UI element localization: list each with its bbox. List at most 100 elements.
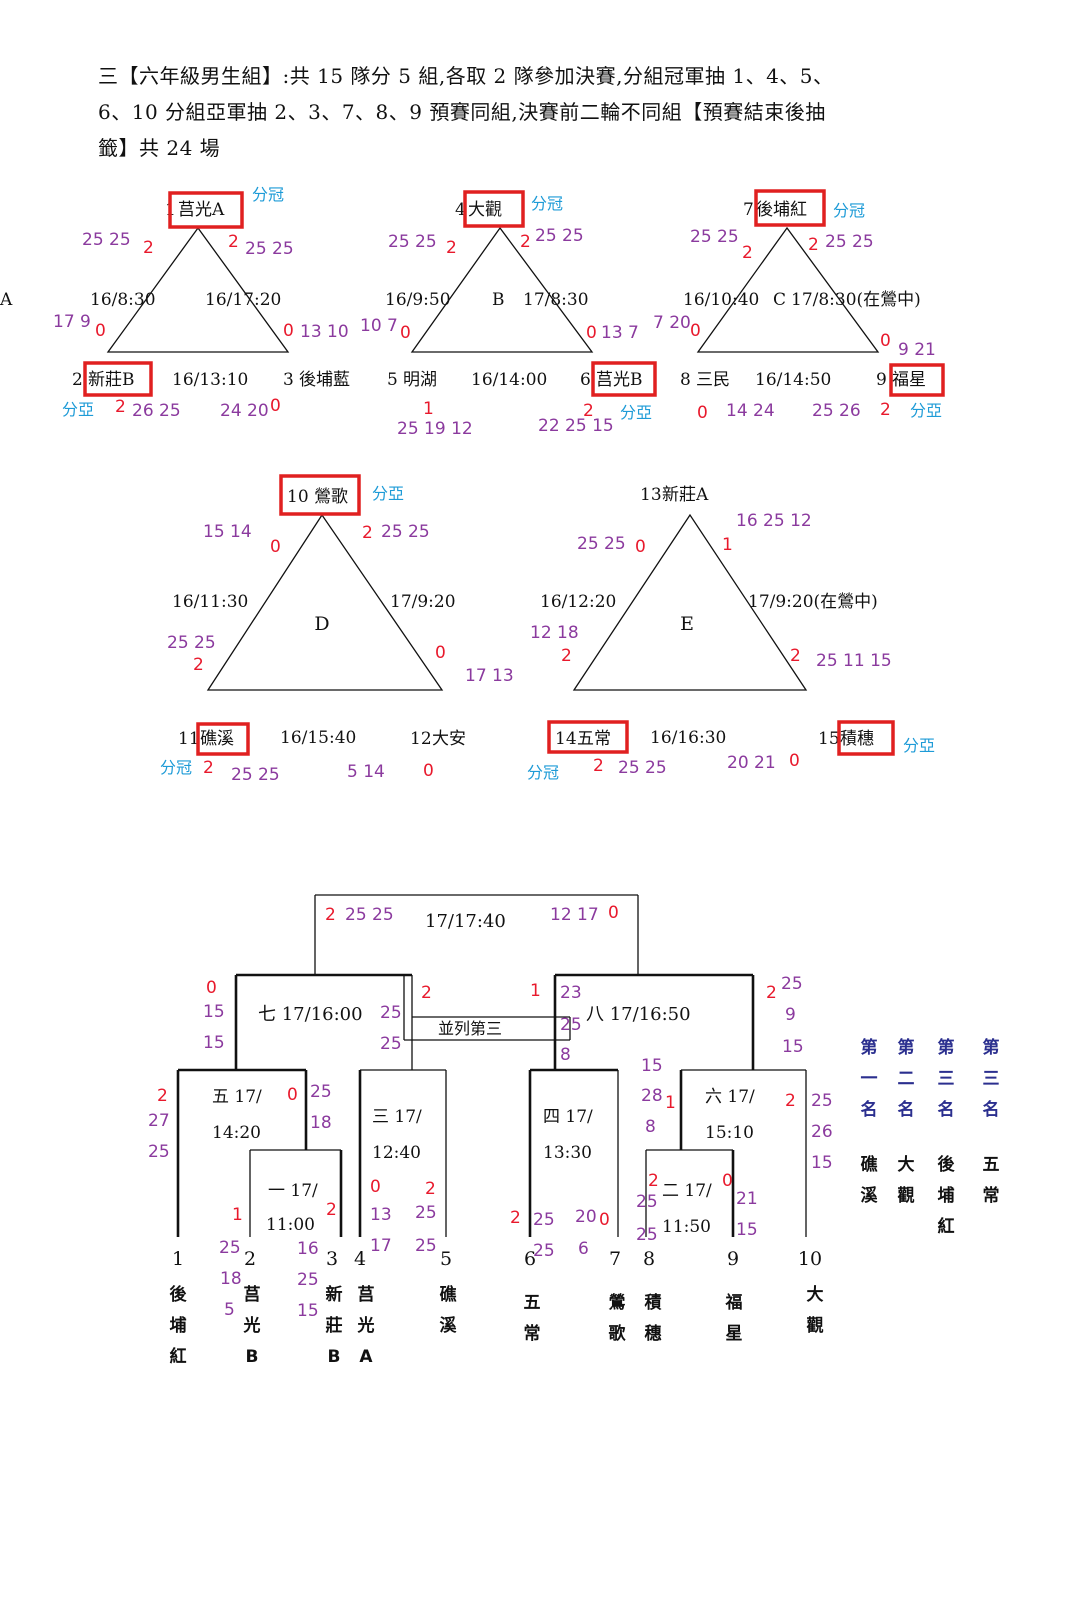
bracket-slot-3: 3 (326, 1248, 338, 1270)
group-c-score: 25 26 (812, 401, 861, 421)
group-c-score: 0 (880, 331, 891, 351)
ranking-4-team-char: 常 (983, 1185, 1000, 1206)
group-e-letter: E (680, 613, 694, 635)
group-d-score: 0 (423, 761, 434, 781)
bracket-slot-8: 8 (643, 1248, 655, 1270)
group-a-team-top: 莒光A (178, 200, 225, 220)
group-e-score: 0 (635, 537, 646, 557)
group-b-team-right-box (591, 361, 657, 397)
group-b-score: 25 25 (535, 226, 584, 246)
group-b-time-left: 16/9:50 (385, 290, 451, 310)
group-a-team-top-box (168, 191, 244, 229)
ranking-4-team-char: 五 (983, 1155, 1000, 1175)
ranking-1-rank-char: 一 (861, 1069, 878, 1089)
group-e-score: 20 21 (727, 753, 776, 773)
group-c-score: 2 (880, 400, 891, 420)
group-d-score: 25 25 (231, 765, 280, 785)
bracket-score: 28 (641, 1086, 663, 1106)
group-e-team-right-num: 15 (818, 729, 840, 749)
group-d-team-top-box (279, 474, 361, 516)
bracket-score: 26 (811, 1122, 833, 1142)
group-c-score: 2 (808, 235, 819, 255)
bracket-score: 18 (220, 1269, 242, 1289)
group-b-team-left: 明湖 (403, 370, 437, 390)
match-5-label-b: 14:20 (212, 1123, 261, 1143)
bracket-score: 8 (560, 1045, 571, 1065)
bracket-score: 2 (785, 1091, 796, 1111)
bracket-team-2-char: B (246, 1347, 259, 1367)
page-header: 三【六年級男生組】:共 15 隊分 5 組,各取 2 隊參加決賽,分組冠軍抽 1… (98, 58, 968, 166)
match-1-label-b: 11:00 (266, 1215, 315, 1235)
bracket-team-4-char: 光 (357, 1315, 375, 1336)
group-b-score: 13 7 (601, 323, 639, 343)
group-d-score: 25 25 (381, 522, 430, 542)
bracket-score: 21 (736, 1189, 758, 1209)
header-line-3: 籤】共 24 場 (98, 136, 221, 160)
group-a-score: 0 (95, 321, 106, 341)
bracket-score: 15 (641, 1056, 663, 1076)
third-place-label: 並列第三 (438, 1019, 502, 1038)
group-e-score: 2 (593, 756, 604, 776)
match-2-label-b: 11:50 (662, 1217, 711, 1237)
group-d-team-right: 大安 (432, 729, 466, 749)
group-b-score: 2 (446, 238, 457, 258)
ranking-4-rank-char: 名 (983, 1099, 1000, 1120)
group-b-team-right: 莒光B (596, 370, 643, 390)
group-d-score: 2 (362, 523, 373, 543)
group-d-letter: D (314, 613, 329, 635)
group-e-score: 25 11 15 (816, 651, 892, 671)
group-a-time-right: 16/17:20 (205, 290, 281, 310)
group-e-time-bottom: 16/16:30 (650, 728, 726, 748)
group-e-score: 12 18 (530, 623, 579, 643)
bracket-score: 25 (636, 1192, 658, 1212)
final-left-set: 2 (325, 905, 336, 925)
bracket-slot-5: 5 (440, 1248, 452, 1270)
bracket-score: 15 (736, 1220, 758, 1240)
bracket-team-2-char: 莒 (244, 1284, 261, 1305)
group-a-score: 25 25 (82, 230, 131, 250)
bracket-score: 17 (370, 1236, 392, 1256)
group-c-tag-right: 分亞 (910, 401, 942, 420)
group-b-time-bottom: 16/14:00 (471, 370, 547, 390)
bracket-score: 25 (380, 1034, 402, 1054)
group-e-time-right: 17/9:20(在鶯中) (748, 592, 878, 612)
bracket-score: 25 (533, 1241, 555, 1261)
group-e-triangle (572, 513, 808, 691)
group-c-score: 2 (742, 243, 753, 263)
bracket-score: 23 (560, 983, 582, 1003)
group-e-score: 2 (561, 646, 572, 666)
bracket-score: 15 (203, 1002, 225, 1022)
group-c-score: 0 (697, 403, 708, 423)
group-b-tag-right: 分亞 (620, 403, 652, 422)
group-d-triangle (206, 513, 444, 691)
bracket-slot-2: 2 (244, 1248, 256, 1270)
final-right-set: 0 (608, 903, 619, 923)
bracket-team-1-char: 紅 (170, 1346, 187, 1367)
bracket-team-9-char: 星 (726, 1324, 743, 1344)
group-c-team-top-num: 7 (743, 200, 754, 220)
group-c-score: 25 25 (690, 227, 739, 247)
bracket-score: 6 (578, 1239, 589, 1259)
group-d-score: 25 25 (167, 633, 216, 653)
group-d-time-bottom: 16/15:40 (280, 728, 356, 748)
group-e-score: 25 25 (618, 758, 667, 778)
bracket-team-1-char: 埔 (170, 1315, 187, 1336)
group-d-team-left-box (196, 722, 250, 756)
group-c-score: 0 (690, 321, 701, 341)
ranking-2-rank-char: 二 (898, 1069, 915, 1089)
bracket-score: 0 (722, 1171, 733, 1191)
bracket-score: 25 (533, 1210, 555, 1230)
ranking-1-rank-char: 第 (861, 1037, 878, 1058)
group-d-score: 17 13 (465, 666, 514, 686)
bracket-score: 16 (297, 1239, 319, 1259)
bracket-team-7-char: 鶯 (609, 1292, 626, 1313)
bracket-score: 15 (297, 1301, 319, 1321)
bracket-score: 25 (781, 974, 803, 994)
group-a-score: 2 (228, 232, 239, 252)
bracket-score: 2 (425, 1179, 436, 1199)
group-b-score: 25 25 (388, 232, 437, 252)
group-c-score: 7 20 (653, 313, 691, 333)
group-d-team-left-num: 11 (178, 729, 200, 749)
group-e-team-right: 積穗 (840, 729, 874, 749)
bracket-score: 20 (575, 1207, 597, 1227)
